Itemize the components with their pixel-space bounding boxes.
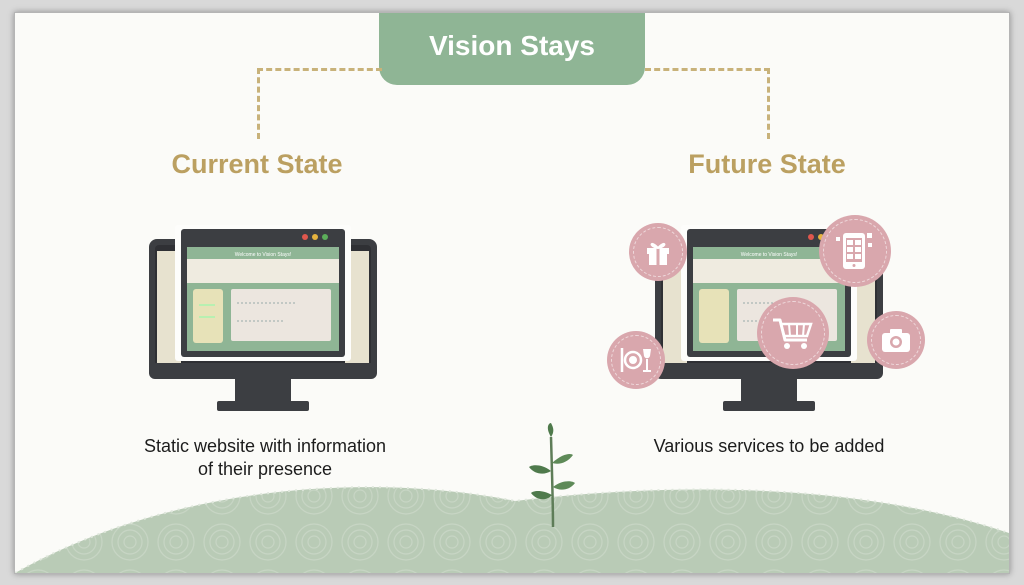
dining-icon xyxy=(620,348,651,372)
gift-icon xyxy=(647,242,669,265)
connector-right xyxy=(645,68,770,139)
future-state-caption: Various services to be added xyxy=(653,436,885,456)
title-banner: Vision Stays xyxy=(379,13,645,85)
gift-badge xyxy=(629,223,687,281)
smartphone-icon xyxy=(836,233,872,269)
smartphone-badge xyxy=(819,215,891,287)
hill-background xyxy=(15,486,1009,573)
slide-frame: Vision Stays Current State Future State … xyxy=(14,12,1010,574)
current-caption-line-2: of their presence xyxy=(197,459,333,479)
current-caption-line-1: Static website with information xyxy=(143,436,387,456)
shopping-cart-badge xyxy=(757,297,829,369)
current-state-heading: Current State xyxy=(171,149,343,179)
current-monitor: Welcome to Vision Stays! xyxy=(149,225,377,411)
connector-left xyxy=(257,68,382,139)
current-screen-header: Welcome to Vision Stays! xyxy=(235,252,292,258)
sprout-icon xyxy=(529,423,575,527)
camera-icon xyxy=(882,329,910,352)
future-screen-header: Welcome to Vision Stays! xyxy=(741,252,798,258)
dining-badge xyxy=(607,331,665,389)
current-state-caption: Static website with information of their… xyxy=(105,435,425,481)
shopping-cart-icon xyxy=(773,318,813,349)
camera-badge xyxy=(867,311,925,369)
future-state-heading: Future State xyxy=(688,149,846,179)
